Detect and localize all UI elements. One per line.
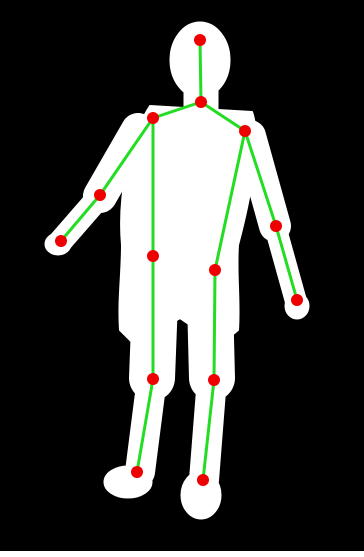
silhouette-right-foot: [104, 466, 152, 498]
joint-left-wrist: [291, 294, 303, 306]
bone-head-to-neck: [200, 40, 201, 102]
joint-left-ankle: [197, 474, 209, 486]
joint-left-elbow: [270, 220, 282, 232]
joint-right-hip: [147, 250, 159, 262]
joint-right-shoulder: [147, 112, 159, 124]
joint-right-elbow: [94, 189, 106, 201]
joint-right-ankle: [131, 466, 143, 478]
joint-head: [194, 34, 206, 46]
bottom-border: [0, 551, 364, 557]
joint-neck: [195, 96, 207, 108]
joint-right-knee: [147, 373, 159, 385]
joint-left-knee: [208, 374, 220, 386]
joint-left-shoulder: [239, 125, 251, 137]
joint-right-wrist: [55, 235, 67, 247]
bone-left-hip-to-left-knee: [214, 270, 215, 380]
joint-left-hip: [209, 264, 221, 276]
